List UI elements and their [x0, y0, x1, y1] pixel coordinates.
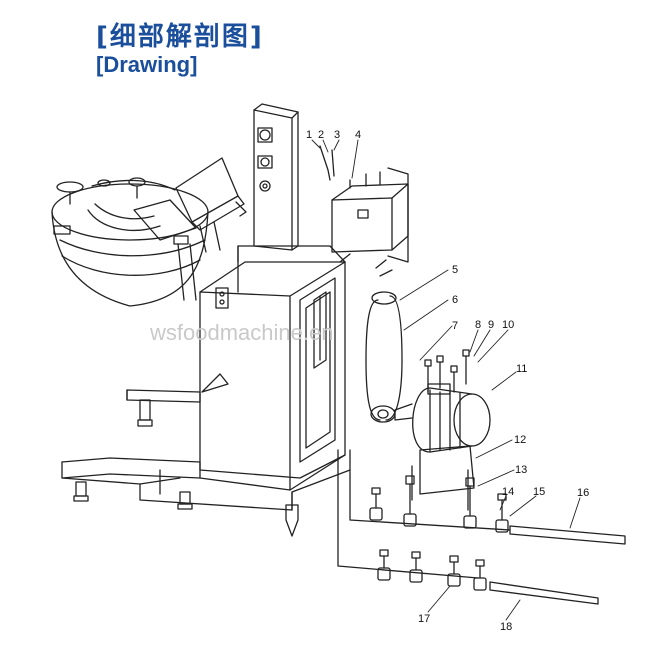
callout-5: 5: [452, 264, 458, 276]
motor-bolts: [424, 349, 470, 393]
main-cabinet: [199, 245, 346, 491]
callout-15: 15: [533, 486, 545, 498]
callout-16: 16: [577, 487, 589, 499]
control-column: [253, 103, 299, 251]
drawing-title-chinese: [细部解剖图]: [96, 22, 264, 52]
drive-belt: [365, 291, 403, 423]
callout-17: 17: [418, 613, 430, 625]
callout-10: 10: [502, 319, 514, 331]
leader-lines: [311, 139, 581, 621]
callout-9: 9: [488, 319, 494, 331]
callout-11: 11: [516, 363, 527, 375]
drawing-title-english: [Drawing]: [96, 52, 198, 77]
callout-3: 3: [334, 129, 340, 141]
callout-7: 7: [452, 320, 458, 332]
drive-motor: [394, 383, 491, 511]
callout-8: 8: [475, 319, 481, 331]
callout-18: 18: [500, 621, 512, 633]
callout-labels: 1 2 3 4 5 6 7 8 9 10 11 12 13 14 15 16 1…: [306, 129, 589, 633]
callout-4: 4: [355, 129, 361, 141]
cutting-bowl: [51, 157, 247, 307]
callout-6: 6: [452, 294, 458, 306]
callout-14: 14: [502, 486, 514, 498]
leveling-feet-row-2: [337, 449, 599, 605]
callout-2: 2: [318, 129, 324, 141]
base-frame: [61, 389, 351, 537]
leveling-feet-row-1: [349, 469, 626, 545]
callout-1: 1: [306, 129, 312, 141]
watermark-text: wsfoodmachine.en: [149, 320, 333, 345]
electrical-box: [319, 145, 409, 277]
callout-12: 12: [514, 434, 526, 446]
callout-13: 13: [515, 464, 527, 476]
